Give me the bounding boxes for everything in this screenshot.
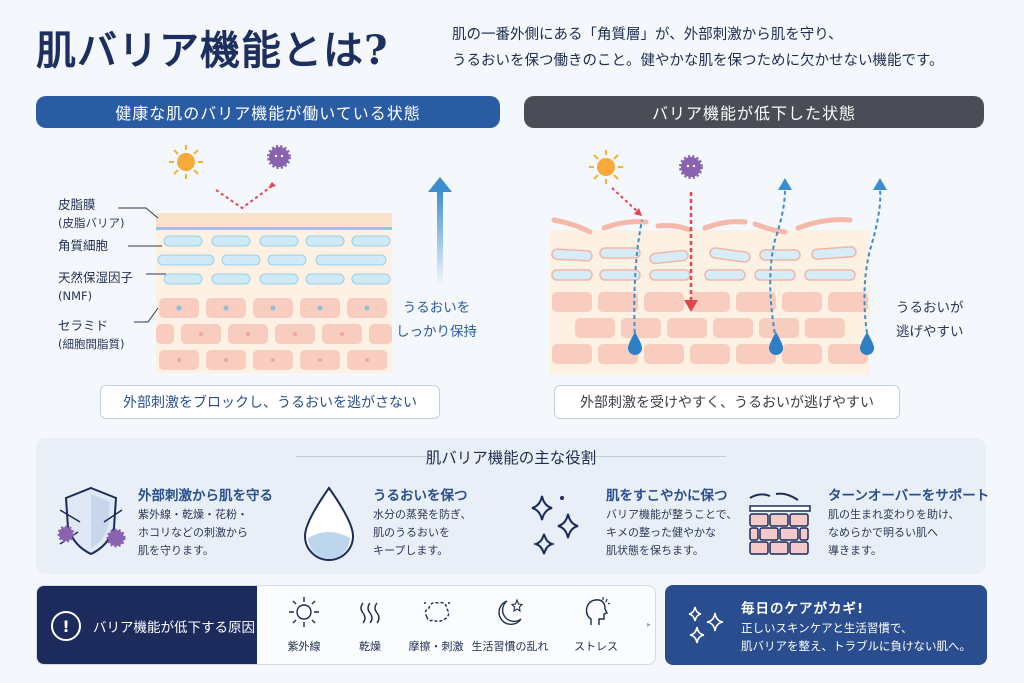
cause-item-stress: ストレス <box>557 594 635 654</box>
damaged-skin-heading: バリア機能が低下した状態 <box>524 96 984 128</box>
roles-title: 肌バリア機能の主な役割 <box>425 449 597 467</box>
role-desc: 水分の蒸発を防ぎ、 肌のうるおいを キープします。 <box>373 508 472 557</box>
sparkle-icon <box>531 495 579 555</box>
stress-head-icon <box>585 597 611 625</box>
sparkle-icon <box>688 606 724 644</box>
label-sebum-film: 皮脂膜(皮脂バリア) <box>58 197 125 230</box>
healthy-skin-diagram <box>118 145 452 373</box>
water-drop-icon <box>303 486 355 561</box>
causes-heading: ! バリア機能が低下する原因 <box>37 586 257 664</box>
role-desc: 紫外線・乾燥・花粉・ ホコリなどの刺激から 肌を守ります。 <box>138 508 248 557</box>
cause-item-friction: 摩擦・刺激 <box>397 594 475 654</box>
dryness-icon <box>360 602 380 624</box>
role-item-healthy: 肌をすこやかに保つ バリア機能が整うことで、 キメの整った健やかな 肌状態を保ち… <box>524 482 749 566</box>
causes-bar: ! バリア機能が低下する原因 紫外線 乾燥 摩擦・刺激 生活習慣の乱れ ストレス… <box>36 585 656 665</box>
label-corneocyte: 角質細胞 <box>58 238 109 253</box>
intro-line-1: 肌の一番外側にある「角質層」が、外部刺激から肌を守り、 <box>452 27 843 43</box>
page-title: 肌バリア機能とは? <box>36 27 389 74</box>
role-desc: 肌の生まれ変わりを助け、 なめらかで明るい肌へ 導きます。 <box>828 508 960 557</box>
sun-icon <box>169 145 203 179</box>
germ-icon <box>267 145 291 169</box>
role-item-turnover: ターンオーバーをサポート 肌の生まれ変わりを助け、 なめらかで明るい肌へ 導きま… <box>746 482 989 566</box>
divider <box>586 456 726 457</box>
care-title: 毎日のケアがカギ! <box>741 601 865 617</box>
friction-icon <box>424 601 450 622</box>
brick-layer-icon <box>749 492 811 555</box>
damaged-caption: 外部刺激を受けやすく、うるおいが逃げやすい <box>554 385 900 419</box>
label-nmf: 天然保湿因子(NMF) <box>58 270 134 303</box>
role-item-protect: 外部刺激から肌を守る 紫外線・乾燥・花粉・ ホコリなどの刺激から 肌を守ります。 <box>56 482 281 566</box>
intro-line-2: うるおいを保つ働きのこと。健やかな肌を保つために欠かせない機能です。 <box>452 53 944 69</box>
barrier-roles-panel: 肌バリア機能の主な役割 外部刺激から肌を守る 紫外線・乾燥・花粉・ ホコリなどの… <box>36 438 989 574</box>
role-item-moisture: うるおいを保つ 水分の蒸発を防ぎ、 肌のうるおいを キープします。 <box>291 482 516 566</box>
exclamation-icon: ! <box>51 611 81 641</box>
cause-item-uv: 紫外線 <box>265 594 343 654</box>
role-title: 肌をすこやかに保つ <box>606 488 728 504</box>
care-desc: 正しいスキンケアと生活習慣で、 肌バリアを整え、トラブルに負けない肌へ。 <box>741 621 971 653</box>
moon-star-icon <box>498 598 524 625</box>
label-ceramide: セラミド(細胞間脂質) <box>58 318 125 351</box>
intro-text: 肌の一番外側にある「角質層」が、外部刺激から肌を守り、 うるおいを保つ働きのこと… <box>452 22 944 74</box>
cause-item-dryness: 乾燥 <box>331 594 409 654</box>
sun-icon <box>589 150 623 184</box>
role-title: うるおいを保つ <box>373 488 468 504</box>
germ-icon <box>679 155 703 179</box>
divider <box>296 456 436 457</box>
healthy-side-text: うるおいをしっかり保持 <box>396 300 477 340</box>
healthy-skin-heading: 健康な肌のバリア機能が働いている状態 <box>36 96 500 128</box>
cause-item-lifestyle: 生活習慣の乱れ <box>471 594 549 654</box>
damaged-skin-diagram <box>550 150 887 375</box>
scroll-right-indicator[interactable]: ▸ <box>647 620 652 629</box>
role-title: ターンオーバーをサポート <box>828 488 990 504</box>
healthy-caption: 外部刺激をブロックし、うるおいを逃がさない <box>100 385 440 419</box>
role-title: 外部刺激から肌を守る <box>138 488 273 504</box>
role-desc: バリア機能が整うことで、 キメの整った健やかな 肌状態を保ちます。 <box>606 508 738 557</box>
daily-care-box: 毎日のケアがカギ! 正しいスキンケアと生活習慣で、 肌バリアを整え、トラブルに負… <box>665 585 987 665</box>
shield-icon <box>57 486 126 556</box>
damaged-side-text: うるおいが逃げやすい <box>896 300 964 340</box>
sun-icon <box>289 597 319 627</box>
